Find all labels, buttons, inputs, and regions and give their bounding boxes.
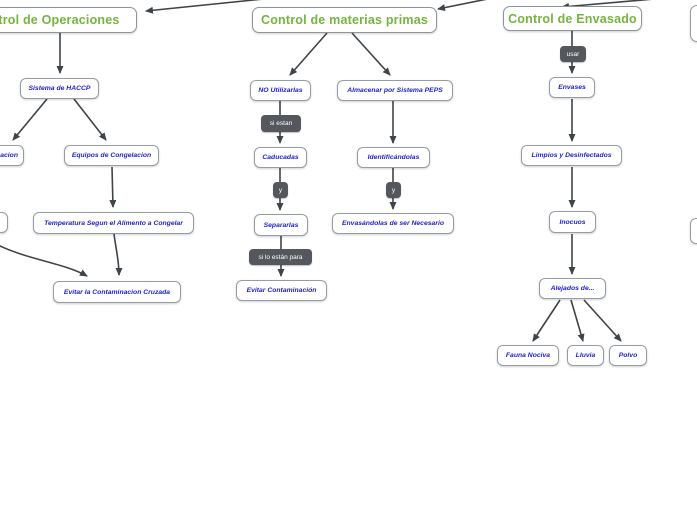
node-almacenar-peps[interactable]: Almacenar por Sistema PEPS [337, 80, 453, 101]
connector-temperatura-evitarcruzada [113, 233, 123, 276]
node-no-utilizarlas[interactable]: NO Utilizarlas [250, 80, 311, 101]
edge-label-si-estan[interactable]: si estan [261, 115, 301, 132]
edge-label-si-lo-estan-para[interactable]: si lo están para [249, 249, 312, 265]
node-evitar-contaminacion[interactable]: Evitar Contaminación [236, 280, 327, 301]
node-temperatura-alimento[interactable]: Temperatura Segun el Alimento a Congelar [33, 212, 194, 234]
node-envasandolas[interactable]: Envasándolas de ser Necesario [332, 213, 454, 234]
node-acion[interactable]: acion [0, 145, 24, 166]
connector-root-envasado [561, 0, 652, 10]
node-partial-left[interactable] [0, 212, 8, 233]
node-identificandolas[interactable]: Identificándolas [357, 147, 430, 168]
connector-alejados-fauna [532, 299, 561, 342]
node-equipos-congelacion[interactable]: Equipos de Congelacion [64, 145, 159, 166]
node-envases[interactable]: Envases [549, 77, 595, 98]
edge-label-y-caducadas[interactable]: y [273, 182, 288, 198]
connector-haccp-equipos [73, 98, 107, 141]
connector-equipos-temperatura [109, 166, 117, 208]
connector-alejados-polvo [583, 299, 622, 342]
connector-materias-almacenar [351, 32, 391, 76]
connector-root-operaciones [145, 0, 262, 14]
node-separarlas[interactable]: Separarlas [254, 214, 308, 236]
node-control-envasado[interactable]: Control de Envasado [503, 6, 642, 31]
node-sistema-haccp[interactable]: Sistema de HACCP [20, 78, 99, 99]
node-limpios-desinfectados[interactable]: Limpios y Desinfectados [521, 145, 622, 166]
node-lluvia[interactable]: Lluvia [567, 345, 604, 366]
node-control-materias-primas[interactable]: Control de materias primas [252, 7, 437, 33]
node-partial-right-middle[interactable] [690, 218, 697, 244]
connector-alejados-lluvia [570, 299, 585, 342]
node-partial-right-top[interactable] [690, 5, 697, 42]
node-control-operaciones[interactable]: Control de Operaciones [0, 7, 137, 33]
connector-root-materias [437, 0, 487, 12]
node-alejados-de[interactable]: Alejados de... [539, 278, 606, 299]
connector-haccp-acion [12, 98, 48, 141]
node-evitar-contaminacion-cruzada[interactable]: Evitar la Contaminacion Cruzada [53, 281, 181, 303]
edge-label-y-identificandolas[interactable]: y [386, 182, 401, 198]
node-caducadas[interactable]: Caducadas [254, 147, 307, 168]
node-polvo[interactable]: Polvo [609, 345, 647, 366]
connector-materias-noutilizarlas [289, 32, 328, 76]
edge-label-usar[interactable]: usar [560, 46, 586, 62]
node-inocuos[interactable]: Inocuos [549, 211, 596, 233]
node-fauna-nociva[interactable]: Fauna Nociva [497, 345, 559, 366]
connector-partialleft-evitarcruzada [0, 245, 88, 277]
